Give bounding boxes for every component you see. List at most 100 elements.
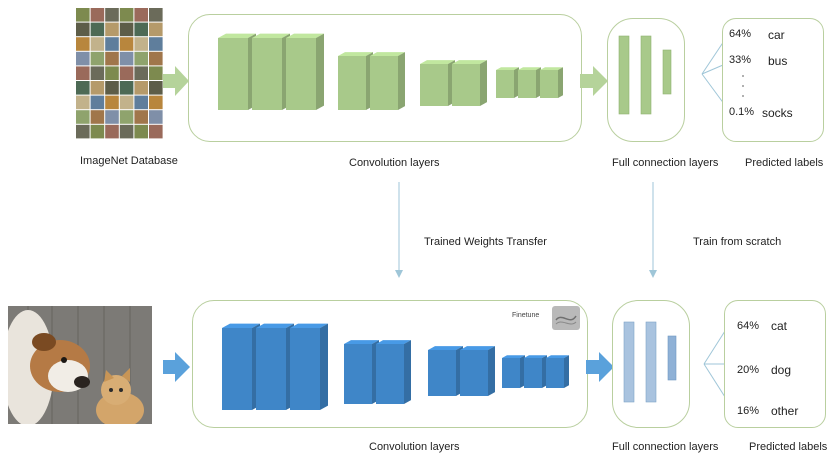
bottom-conv-block-7 xyxy=(460,346,495,396)
bottom-conv-block-9 xyxy=(524,355,547,388)
bottom-conv-block-5 xyxy=(376,340,411,404)
mosaic-tile xyxy=(149,51,163,66)
bottom-conv-fc-arrow xyxy=(586,352,614,382)
mosaic-tile xyxy=(119,22,134,37)
top-conv-block-3 xyxy=(286,33,324,110)
bottom-conv-blocks xyxy=(222,323,569,410)
bottom-conv-block-10 xyxy=(546,355,569,388)
top-fc-label: Full connection layers xyxy=(612,157,719,169)
bottom-conv-block-6 xyxy=(428,346,463,396)
weights-transfer-arrow xyxy=(395,182,403,278)
mosaic-tile xyxy=(119,37,134,51)
bottom-pred-pct-1: 64% xyxy=(737,320,760,332)
bottom-conv-label: Convolution layers xyxy=(369,441,460,453)
mosaic-tile xyxy=(105,81,119,95)
weights-transfer-label: Trained Weights Transfer xyxy=(424,236,547,248)
mosaic-tile xyxy=(76,124,90,139)
bottom-pred-label: Predicted labels xyxy=(749,441,828,453)
bottom-conv-block-8 xyxy=(502,355,525,388)
top-pred-pct-2: 33% xyxy=(729,54,752,66)
mosaic-tile xyxy=(149,81,163,95)
top-pred-pct-3: 0.1% xyxy=(729,106,755,118)
mosaic-tile xyxy=(105,8,119,22)
top-pred-name-3: socks xyxy=(762,106,793,120)
top-conv-block-5 xyxy=(370,52,405,110)
bottom-pred-pct-2: 20% xyxy=(737,364,760,376)
bottom-fc-bars xyxy=(623,321,677,403)
top-conv-block-2 xyxy=(252,33,290,110)
top-fc-bar-2 xyxy=(640,35,652,115)
mosaic-tile xyxy=(105,110,119,124)
bottom-fc-bar-2 xyxy=(645,321,657,403)
bottom-pred-pct-3: 16% xyxy=(737,405,760,417)
bottom-pred-name-1: cat xyxy=(771,319,788,333)
mosaic-tile xyxy=(105,124,119,139)
mosaic-tile xyxy=(119,51,134,66)
mosaic-tile xyxy=(90,51,105,66)
top-fc-bars xyxy=(618,35,672,115)
mosaic-tile xyxy=(149,22,163,37)
dog-cat-photo xyxy=(8,306,152,424)
top-conv-block-10 xyxy=(540,67,563,98)
top-conv-blocks xyxy=(218,33,563,110)
mosaic-tile xyxy=(134,124,148,139)
mosaic-tile xyxy=(90,66,105,80)
mosaic-tile xyxy=(90,8,105,22)
mosaic-tile xyxy=(119,124,134,139)
mosaic-tile xyxy=(119,95,134,110)
bottom-conv-block-1 xyxy=(222,323,260,410)
mosaic-tile xyxy=(134,51,148,66)
imagenet-mosaic xyxy=(76,8,164,140)
bottom-conv-block-3 xyxy=(290,323,328,410)
train-scratch-arrow xyxy=(649,182,657,278)
top-conv-block-4 xyxy=(338,52,373,110)
top-pred-ellipsis xyxy=(742,75,744,97)
top-conv-fc-arrow xyxy=(580,66,608,96)
finetune-label: Finetune xyxy=(512,312,540,319)
bottom-fc-label: Full connection layers xyxy=(612,441,719,453)
top-pred-panel xyxy=(722,18,824,142)
mosaic-tile xyxy=(149,95,163,110)
mosaic-tile xyxy=(149,66,163,80)
mosaic-tile xyxy=(134,37,148,51)
top-conv-block-1 xyxy=(218,33,256,110)
mosaic-tile xyxy=(119,81,134,95)
mosaic-tile xyxy=(149,8,163,22)
top-fc-bar-1 xyxy=(618,35,630,115)
mosaic-tile xyxy=(134,81,148,95)
train-scratch-label: Train from scratch xyxy=(693,236,782,248)
top-conv-block-9 xyxy=(518,67,541,98)
mosaic-tile xyxy=(105,37,119,51)
mosaic-tile xyxy=(134,95,148,110)
top-pred-label: Predicted labels xyxy=(745,157,824,169)
mosaic-tile xyxy=(119,8,134,22)
bottom-pred-name-3: other xyxy=(771,404,799,418)
bottom-pred-name-2: dog xyxy=(771,363,792,377)
bottom-pred-panel xyxy=(724,300,826,428)
bottom-input-arrow xyxy=(163,352,190,382)
mosaic-tile xyxy=(134,22,148,37)
top-input-arrow xyxy=(163,66,189,96)
mosaic-tile xyxy=(134,66,148,80)
top-fc-bar-3 xyxy=(662,49,672,95)
top-pred-pct-1: 64% xyxy=(729,28,752,40)
bottom-fc-bar-3 xyxy=(667,335,677,381)
mosaic-tile xyxy=(90,37,105,51)
mosaic-tile xyxy=(90,124,105,139)
mosaic-tile xyxy=(105,95,119,110)
mosaic-tile xyxy=(105,66,119,80)
mosaic-tile xyxy=(105,22,119,37)
bottom-conv-block-4 xyxy=(344,340,379,404)
mosaic-tile xyxy=(76,95,90,110)
mosaic-tile xyxy=(134,110,148,124)
imagenet-label: ImageNet Database xyxy=(80,155,178,167)
mosaic-tile xyxy=(90,81,105,95)
finetune-badge: Finetune xyxy=(512,306,582,330)
mosaic-tile xyxy=(105,51,119,66)
top-conv-block-7 xyxy=(452,60,487,106)
mosaic-tile xyxy=(76,37,90,51)
mosaic-tile xyxy=(76,81,90,95)
mosaic-tile xyxy=(90,110,105,124)
mosaic-tile xyxy=(76,66,90,80)
imagenet-mosaic-graphic xyxy=(76,8,163,139)
